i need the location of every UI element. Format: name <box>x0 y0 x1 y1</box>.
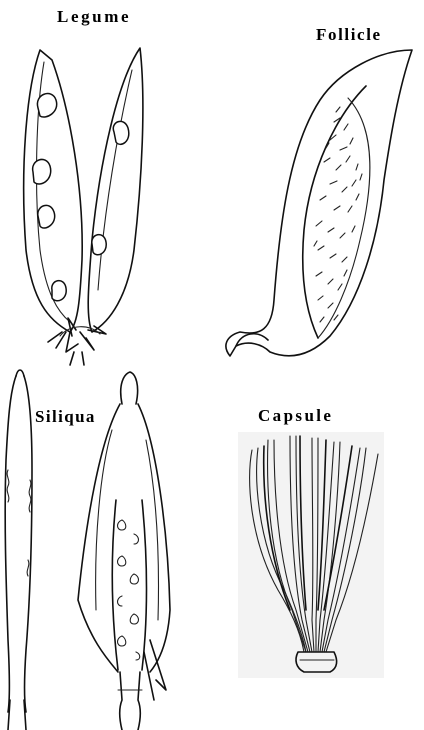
follicle-pod-drawing <box>226 50 412 356</box>
capsule-fruit-drawing <box>238 432 384 678</box>
siliqua-pod-drawing <box>78 372 170 730</box>
legume-pod-drawing <box>24 48 143 365</box>
siliqua-closed-drawing <box>5 370 32 730</box>
